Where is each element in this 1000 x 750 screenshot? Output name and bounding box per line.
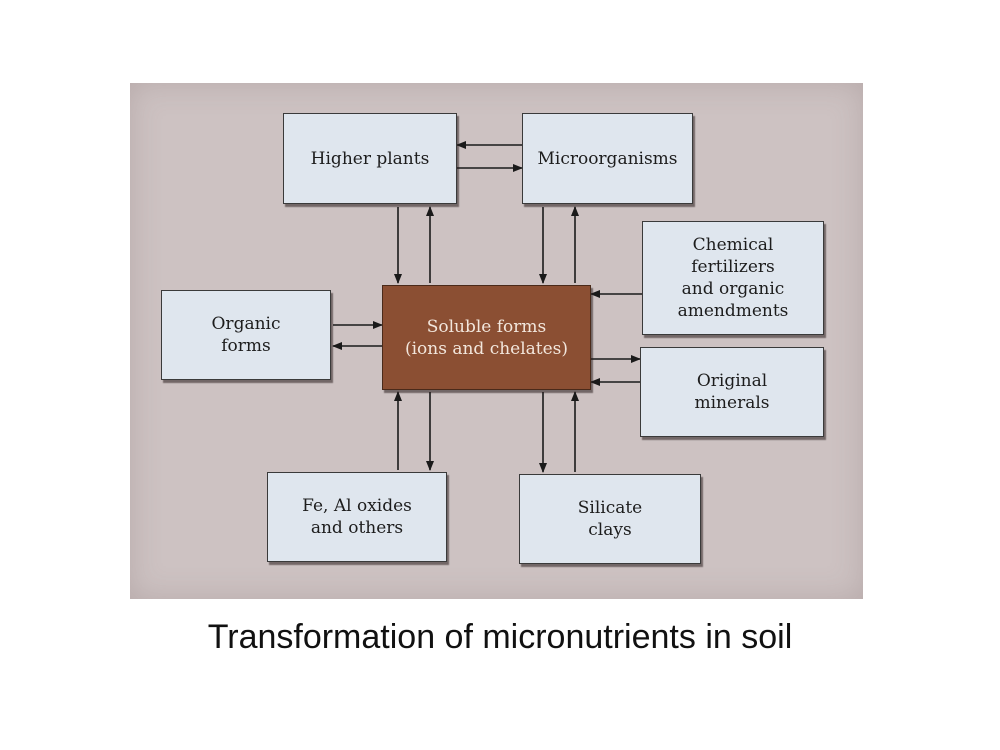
figure-caption: Transformation of micronutrients in soil xyxy=(207,618,793,656)
node-chemical-fertilizers: Chemical fertilizers and organic amendme… xyxy=(642,221,824,335)
node-silicate-clays: Silicate clays xyxy=(519,474,701,564)
node-original-minerals: Original minerals xyxy=(640,347,824,437)
node-organic-forms: Organic forms xyxy=(161,290,331,380)
node-microorganisms: Microorganisms xyxy=(522,113,693,204)
node-soluble-forms: Soluble forms (ions and chelates) xyxy=(382,285,591,390)
node-fe-al-oxides: Fe, Al oxides and others xyxy=(267,472,447,562)
node-higher-plants: Higher plants xyxy=(283,113,457,204)
